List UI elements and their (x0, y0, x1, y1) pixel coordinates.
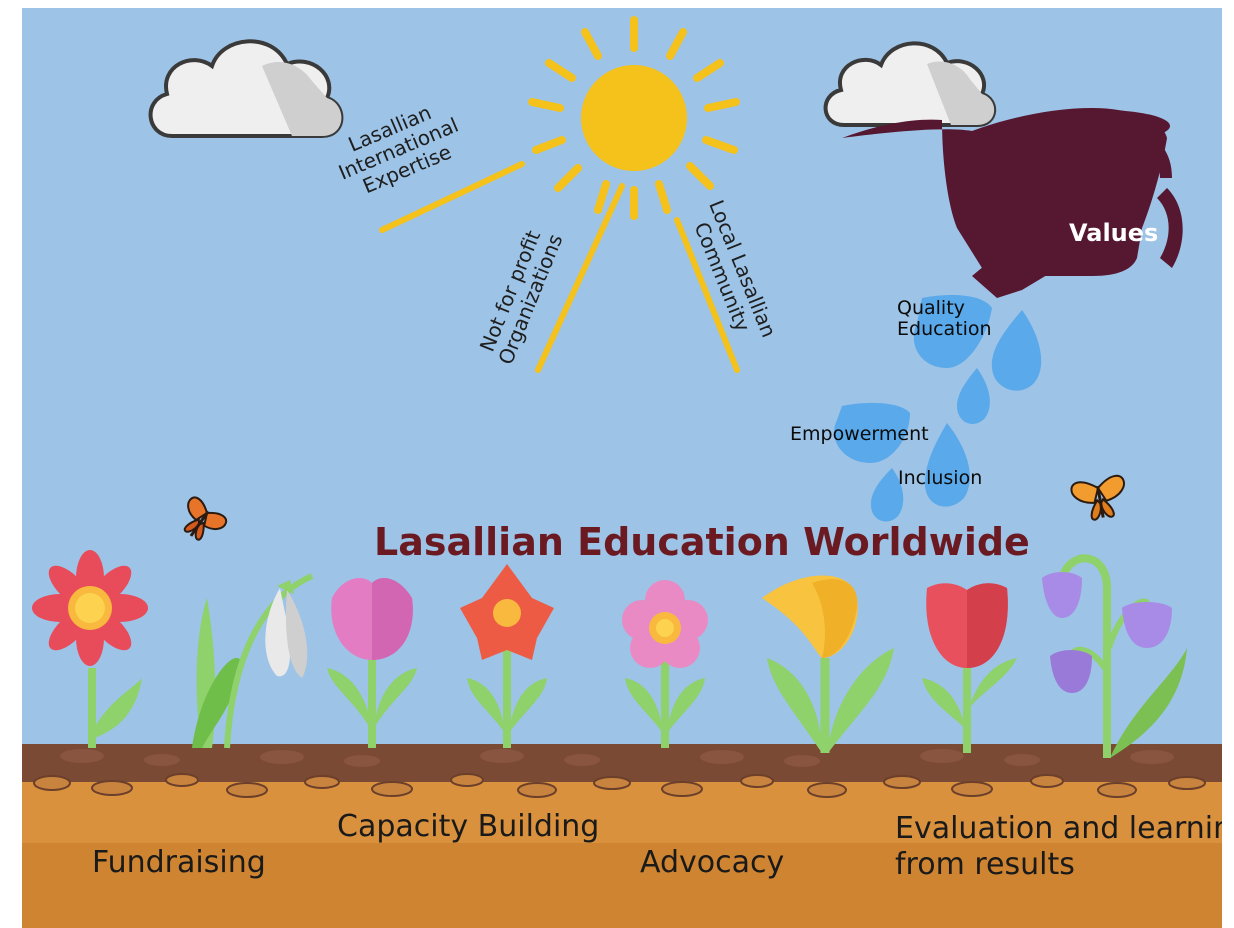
flower-icon (1042, 554, 1187, 758)
illustration (22, 16, 1222, 928)
flower-icon (762, 575, 894, 753)
page-title: Lasallian Education Worldwide (374, 520, 1030, 564)
soil-label-advocacy: Advocacy (640, 845, 785, 880)
drop-label-empowerment: Empowerment (790, 423, 929, 445)
flower-icon (327, 578, 417, 748)
flower-icon (622, 580, 708, 748)
flower-icon (192, 573, 314, 749)
soil-label-evaluation-2: from results (895, 847, 1075, 882)
cloud-icon (148, 39, 344, 138)
sun-icon (379, 16, 740, 373)
soil-label-capacity: Capacity Building (337, 809, 600, 844)
drop-label-inclusion: Inclusion (898, 467, 983, 489)
values-label: Values (1069, 219, 1159, 247)
soil-label-evaluation-1: Evaluation and learning (895, 811, 1222, 846)
butterfly-icon (183, 496, 228, 541)
drop-label-quality-text: Quality Education (897, 297, 992, 340)
watering-can-icon (842, 108, 1183, 298)
water-drop-icon (834, 295, 1042, 522)
drop-label-quality: Quality Education (897, 298, 1007, 340)
scene: Lasallian International Expertise Not fo… (22, 8, 1222, 928)
cloud-icon (823, 41, 997, 127)
flower-icon (32, 550, 148, 748)
butterfly-icon (1070, 474, 1125, 521)
flower-icon (460, 564, 554, 748)
flower-icon (922, 583, 1017, 753)
soil-label-fundraising: Fundraising (92, 845, 266, 880)
